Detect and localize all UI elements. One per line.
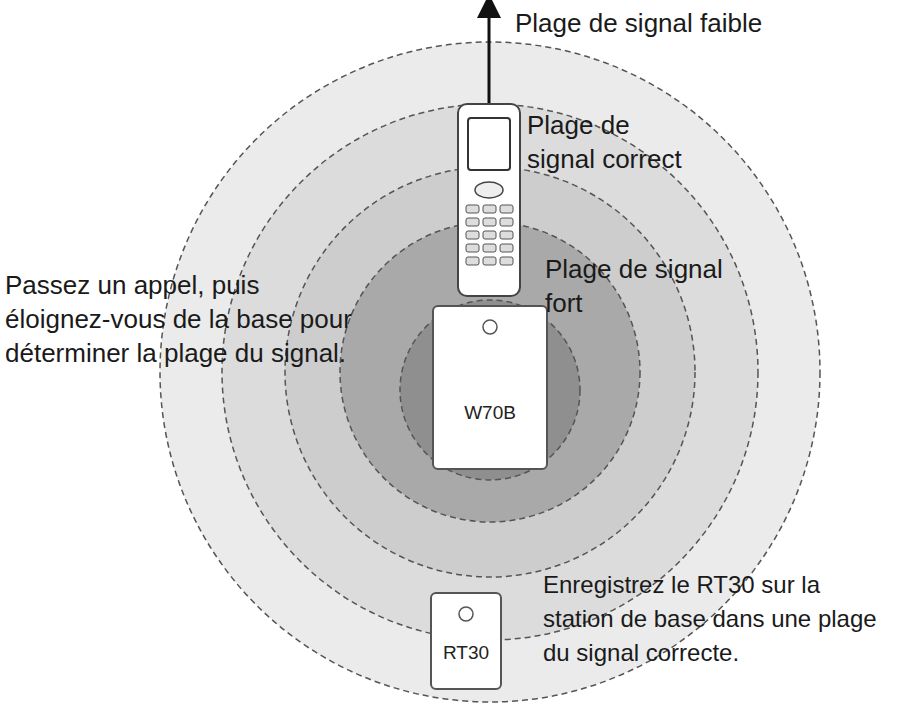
- instruction-note: Passez un appel, puis éloignez-vous de l…: [5, 268, 365, 370]
- direction-arrow: [488, 6, 491, 104]
- device-label: W70B: [434, 402, 546, 424]
- range-label: Plage de signal faible: [515, 6, 885, 40]
- instruction-note: Enregistrez le RT30 sur la station de ba…: [543, 568, 895, 670]
- range-label: Plage de signal fort: [545, 252, 735, 320]
- device-label: RT30: [432, 642, 500, 664]
- handset: [458, 104, 520, 296]
- status-led: [432, 602, 504, 632]
- status-led: [434, 315, 550, 345]
- core-range-circle: [400, 300, 580, 480]
- base-station: W70B: [432, 305, 548, 470]
- fair-range-ring: [222, 104, 758, 640]
- repeater: RT30: [430, 592, 502, 690]
- range-label: Plage de signal correct: [527, 108, 697, 176]
- weak-range-ring: [160, 42, 820, 702]
